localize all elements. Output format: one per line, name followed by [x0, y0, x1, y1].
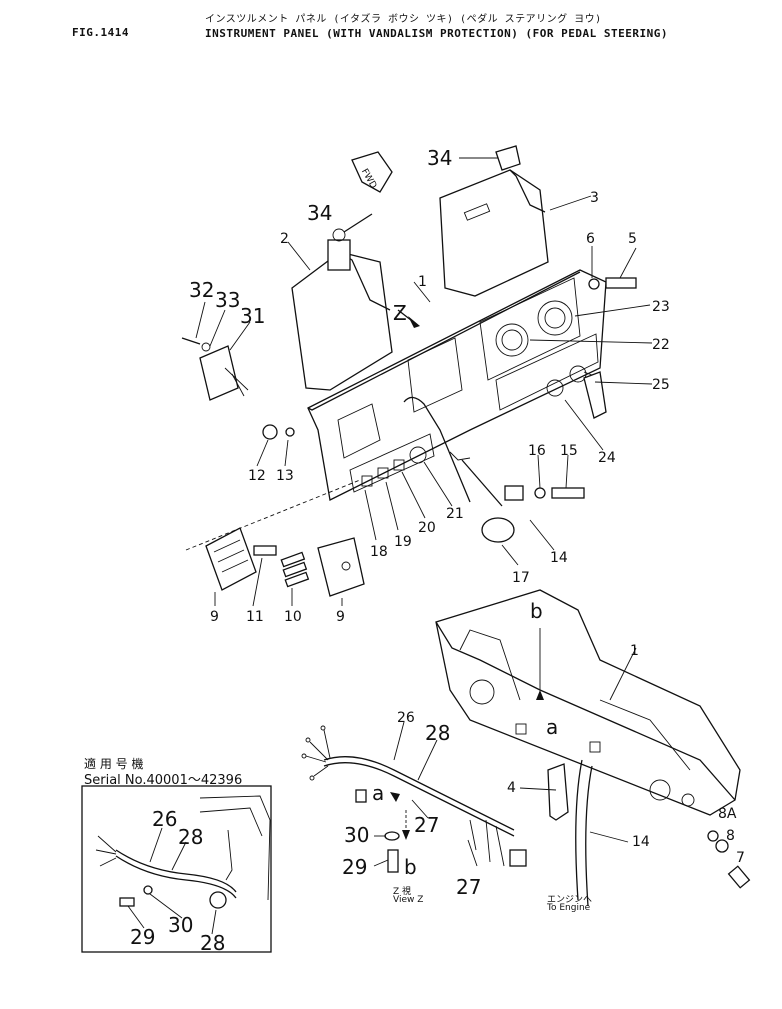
bolt-32	[181, 337, 211, 352]
label-9: 9	[210, 609, 219, 625]
label-7: 7	[736, 850, 745, 866]
label-1: 1	[418, 274, 427, 290]
bolt-5	[605, 277, 637, 289]
fuses-10	[280, 551, 310, 588]
label-b: b	[530, 599, 543, 623]
label-32: 32	[189, 278, 214, 302]
cover-9	[317, 537, 365, 597]
label-34: 34	[307, 201, 332, 225]
screw-11	[253, 545, 277, 556]
label-11: 11	[246, 609, 264, 625]
view-z-label-jp: Z 視	[393, 887, 412, 897]
serial-inset-frame	[81, 785, 272, 953]
label-20: 20	[418, 520, 436, 536]
label-6: 6	[586, 231, 595, 247]
key-25	[583, 371, 607, 419]
washer-30	[384, 831, 400, 841]
washer-13	[285, 427, 295, 437]
label-27: 27	[414, 813, 439, 837]
label-15: 15	[560, 443, 578, 459]
label-5: 5	[628, 231, 637, 247]
title-japanese: インスツルメント パネル (イタズラ ボウシ ツキ) (ペダル ステアリング ヨ…	[205, 14, 602, 25]
label-23: 23	[652, 299, 670, 315]
label-17: 17	[512, 570, 530, 586]
leader-lines-upper	[195, 157, 653, 607]
label-10: 10	[284, 609, 302, 625]
label-30: 30	[168, 913, 193, 937]
to-engine-label-jp: エンジンへ	[547, 895, 593, 905]
label-1: 1	[630, 643, 639, 659]
label-2: 2	[280, 231, 289, 247]
figure-title: INSTRUMENT PANEL (WITH VANDALISM PROTECT…	[205, 27, 668, 40]
label-z: Z	[393, 301, 407, 325]
figure-number: FIG.1414	[72, 26, 129, 39]
label-30: 30	[344, 823, 369, 847]
to-engine-label: To Engine	[547, 903, 591, 913]
label-19: 19	[394, 534, 412, 550]
leader-lines-lower	[373, 628, 637, 867]
washer-8	[715, 839, 729, 853]
part-labels: 34 34 3 2 1 6 5 23 22 25 24 32 33 31 Z 1…	[130, 146, 745, 955]
label-12: 12	[248, 468, 266, 484]
label-18: 18	[370, 544, 388, 560]
fuse-box-9	[205, 527, 257, 591]
inset-harness	[95, 795, 271, 909]
panel-rear-assembly	[435, 589, 741, 907]
label-a: a	[372, 781, 384, 805]
label-16: 16	[528, 443, 546, 459]
label-25: 25	[652, 377, 670, 393]
label-21: 21	[446, 506, 464, 522]
washer-16	[534, 487, 546, 499]
label-24: 24	[598, 450, 616, 466]
serial-range-label: Serial No.40001～42396	[84, 773, 243, 788]
label-13: 13	[276, 468, 294, 484]
label-31: 31	[240, 304, 265, 328]
label-34: 34	[427, 146, 452, 170]
label-28: 28	[200, 931, 225, 955]
label-14: 14	[632, 834, 650, 850]
fwd-arrow-icon: FWD	[351, 151, 393, 193]
label-9: 9	[336, 609, 345, 625]
label-a: a	[546, 715, 558, 739]
wire-harness-26	[301, 725, 527, 867]
label-22: 22	[652, 337, 670, 353]
label-29: 29	[342, 855, 367, 879]
label-8: 8	[726, 828, 735, 844]
washer-6	[588, 278, 600, 290]
label-29: 29	[130, 925, 155, 949]
bolt-7	[727, 865, 751, 889]
cover-left	[291, 213, 393, 391]
serial-label-jp: 適 用 号 機	[84, 757, 144, 771]
label-b: b	[404, 855, 417, 879]
instrument-panel-body	[307, 269, 607, 507]
label-3: 3	[590, 190, 599, 206]
washer-8a	[707, 830, 719, 842]
bolt-15	[551, 487, 585, 499]
cover-right	[439, 145, 549, 297]
nut-12	[262, 424, 278, 440]
label-27: 27	[456, 875, 481, 899]
switch-body-14	[504, 485, 524, 501]
bolt-29	[387, 849, 399, 873]
label-28: 28	[178, 825, 203, 849]
label-14: 14	[550, 550, 568, 566]
bracket-31	[199, 345, 249, 401]
label-4: 4	[507, 780, 516, 796]
inset-leader-lines	[127, 827, 217, 935]
view-z-label: View Z	[393, 895, 424, 905]
label-8a: 8A	[718, 806, 737, 822]
label-26: 26	[152, 807, 177, 831]
label-28: 28	[425, 721, 450, 745]
label-33: 33	[215, 288, 240, 312]
switch-17	[481, 517, 515, 543]
label-26: 26	[397, 710, 415, 726]
